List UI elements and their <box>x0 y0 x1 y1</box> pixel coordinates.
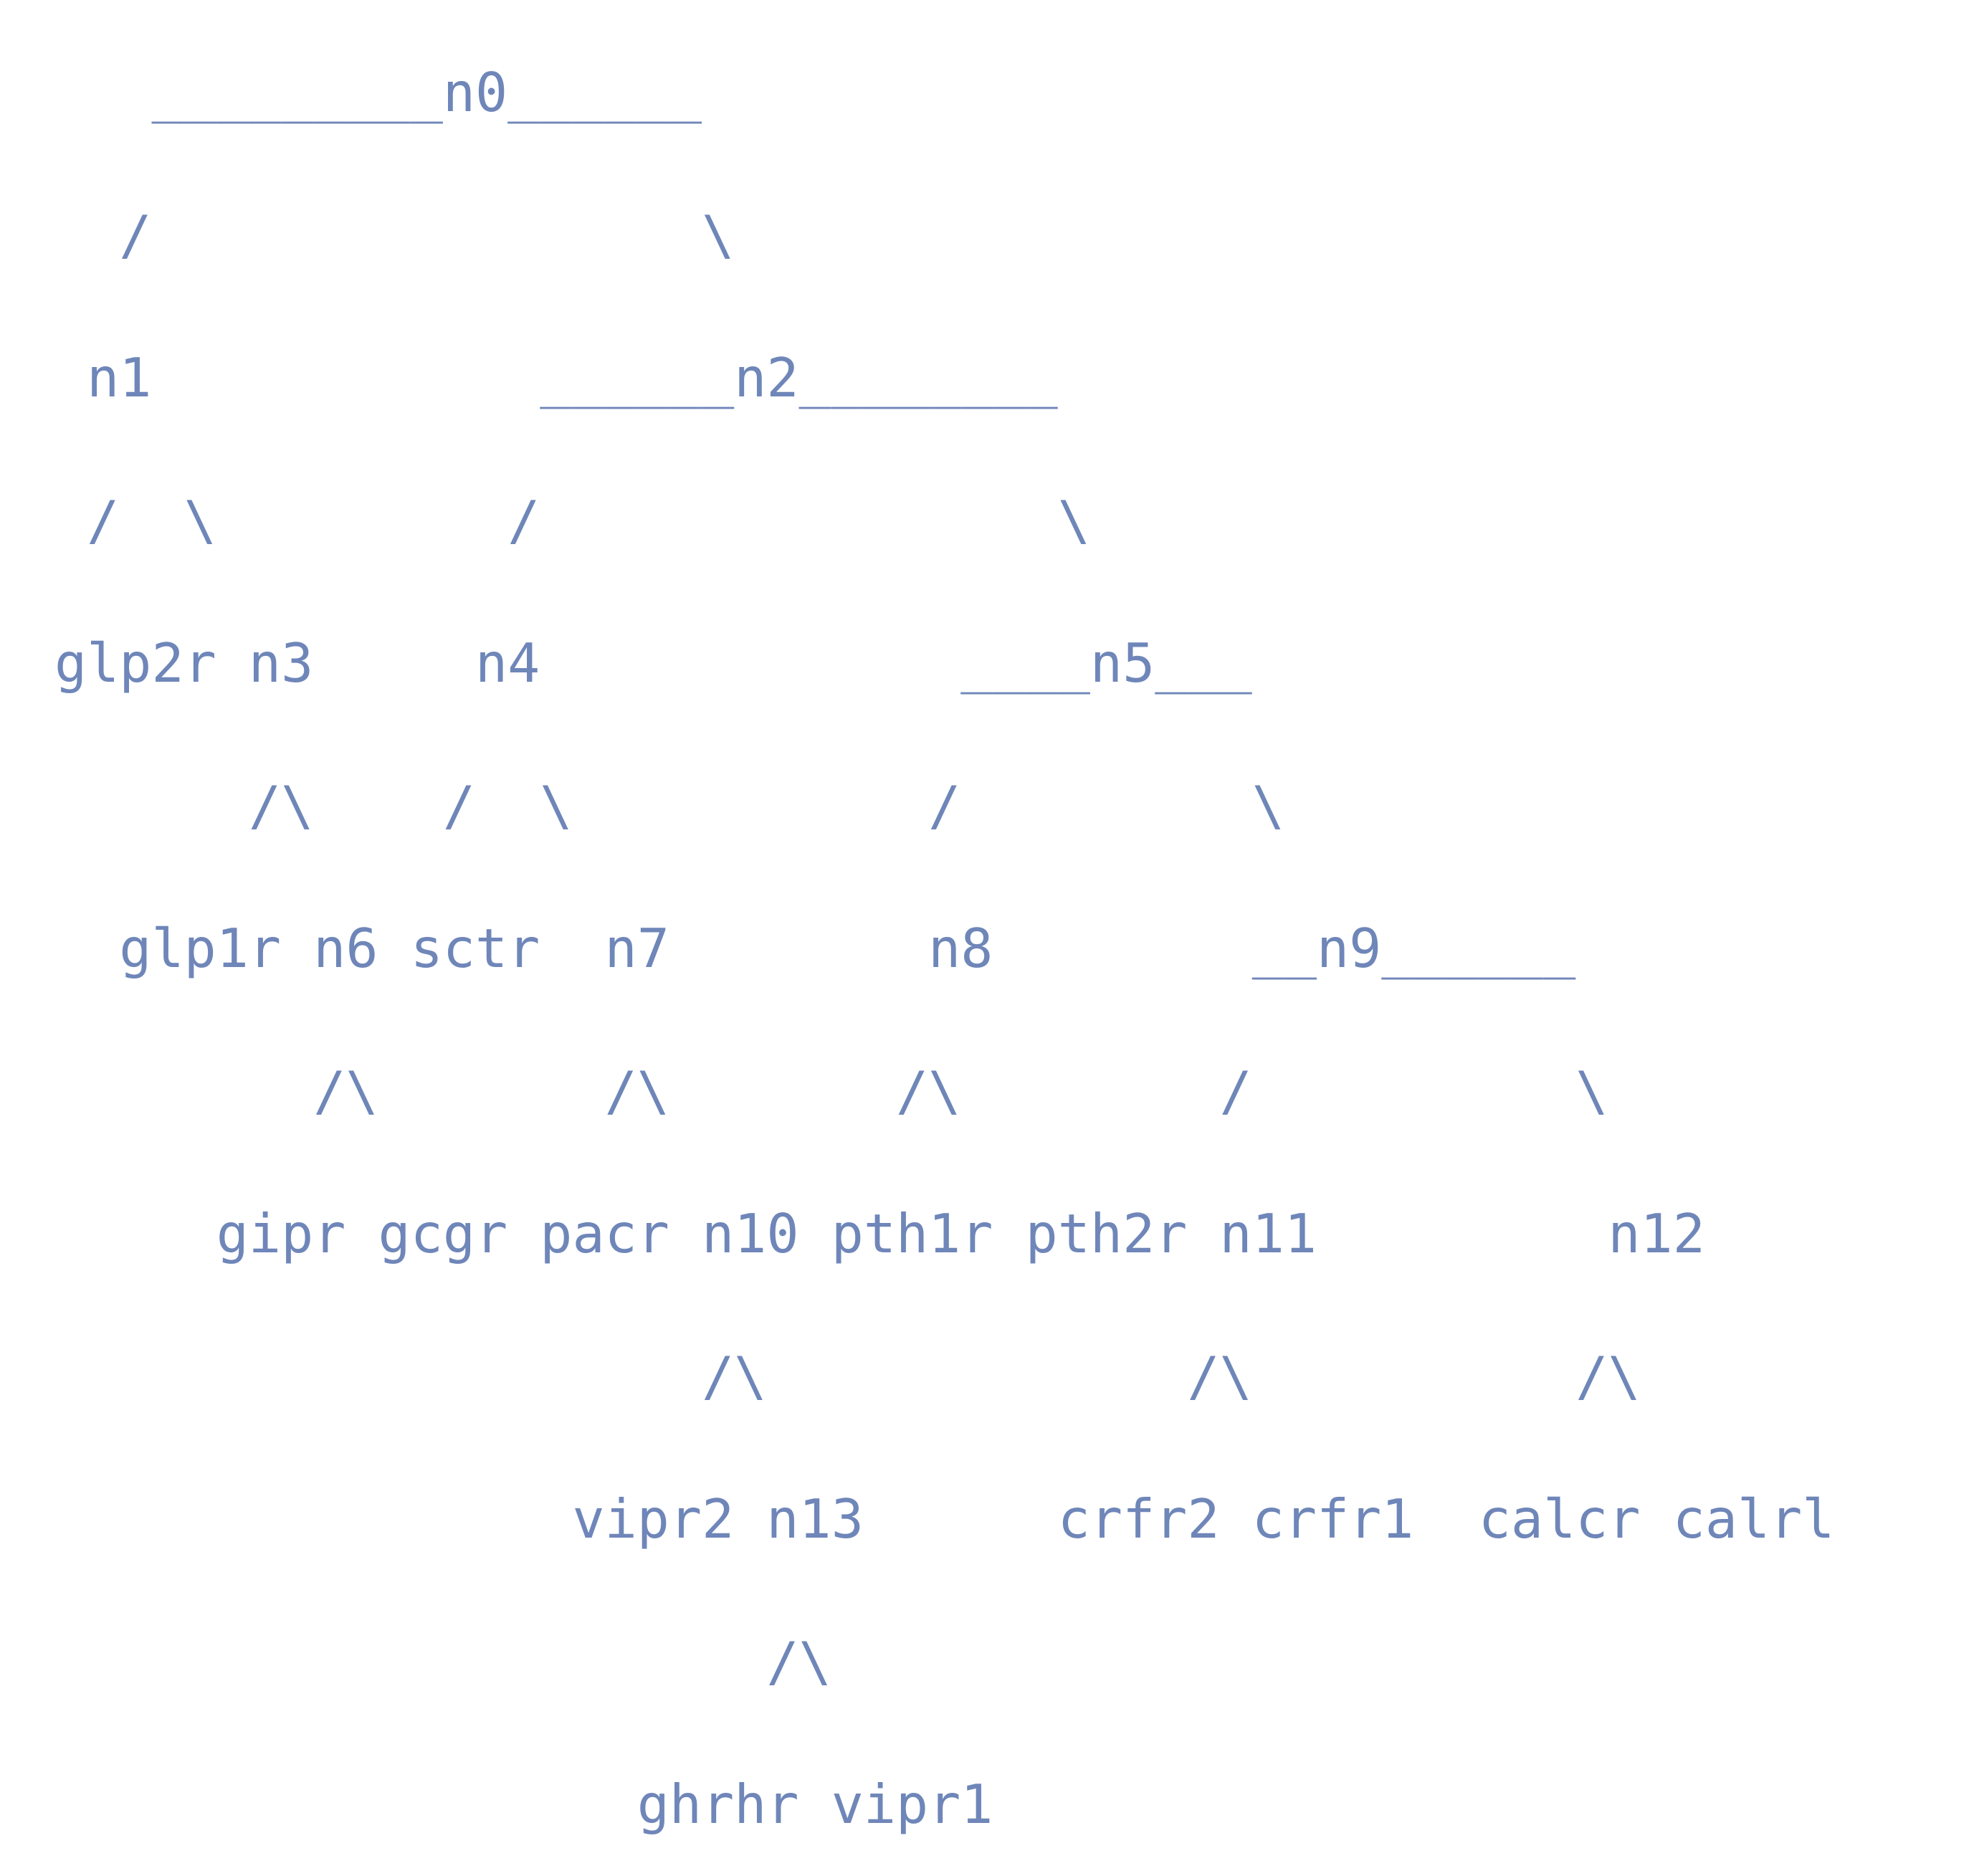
tree-line-9: /\ /\ /\ <box>54 1345 1641 1408</box>
tree-line-10: vipr2 n13 crfr2 crfr1 calcr calrl <box>54 1487 1835 1551</box>
tree-line-2: n1 ______n2________ <box>54 346 1058 409</box>
tree-line-8: gipr gcgr pacr n10 pth1r pth2r n11 n12 <box>54 1202 1705 1265</box>
ascii-tree-diagram: _________n0______ / \ n1 ______n2_______… <box>54 22 1834 1876</box>
tree-line-3: / \ / \ <box>54 489 1090 552</box>
tree-line-5: /\ / \ / \ <box>54 774 1284 837</box>
tree-line-0: _________n0______ <box>54 61 702 124</box>
tree-line-11: /\ <box>54 1630 831 1693</box>
tree-line-7: /\ /\ /\ / \ <box>54 1060 1608 1123</box>
tree-line-4: glp2r n3 n4 ____n5___ <box>54 632 1252 695</box>
tree-line-12: ghrhr vipr1 <box>54 1773 993 1836</box>
tree-line-6: glp1r n6 sctr n7 n8 __n9______ <box>54 917 1576 980</box>
tree-line-1: / \ <box>54 204 735 267</box>
